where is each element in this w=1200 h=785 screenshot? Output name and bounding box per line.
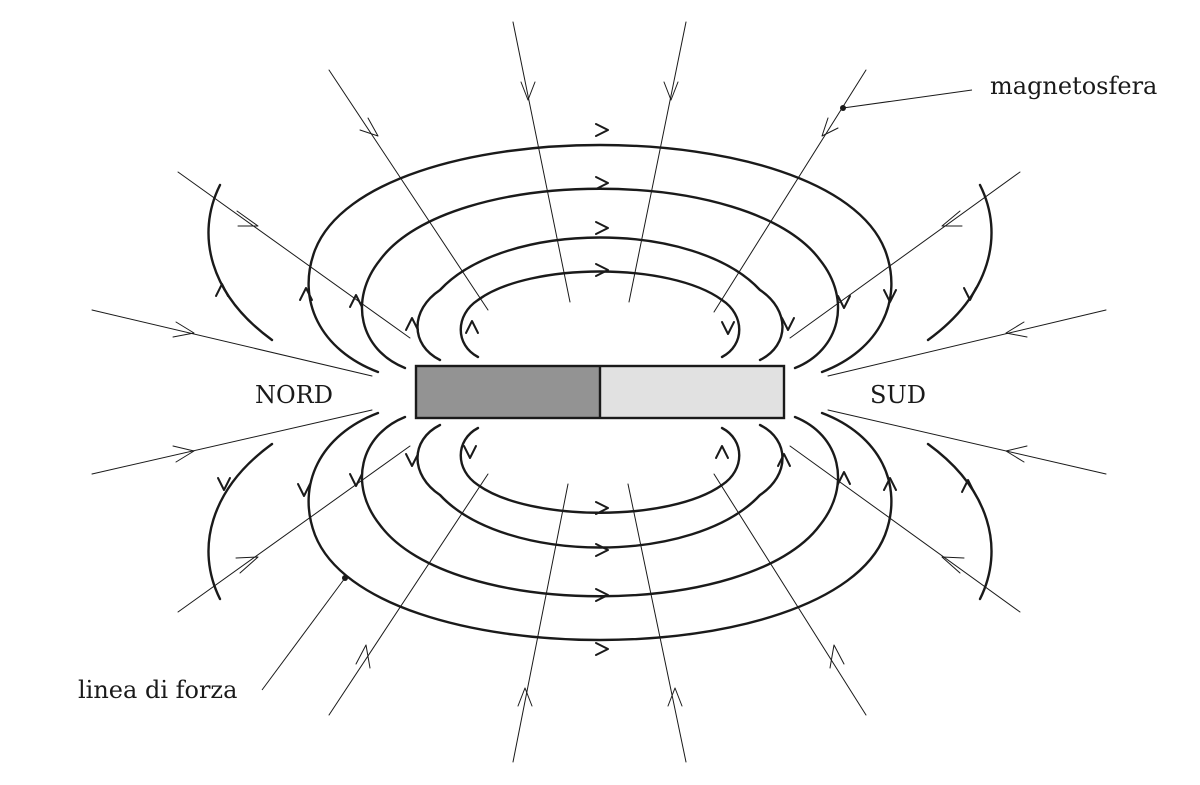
field-arrow xyxy=(883,477,897,491)
thin-line xyxy=(628,21,687,303)
field-arrow xyxy=(595,123,609,137)
field-line xyxy=(926,442,993,601)
field-line xyxy=(307,143,893,374)
thin-line xyxy=(789,445,1021,613)
thin-line xyxy=(177,445,411,613)
field-arrow xyxy=(721,321,735,335)
field-line xyxy=(360,415,840,598)
field-line xyxy=(416,236,784,362)
thin-arrow xyxy=(172,445,195,463)
field-line-arrows xyxy=(215,123,977,656)
thin-arrow xyxy=(520,81,536,101)
field-line xyxy=(416,423,784,549)
annotations xyxy=(261,89,973,691)
magnetosphere-label: magnetosfera xyxy=(990,72,1157,100)
field-arrow xyxy=(215,283,229,297)
field-arrow xyxy=(595,263,609,277)
field-arrow xyxy=(595,543,609,557)
field-arrow xyxy=(595,588,609,602)
south-label: SUD xyxy=(870,381,926,409)
thin-arrow xyxy=(941,556,965,574)
field-arrow xyxy=(405,453,419,467)
field-line-dot xyxy=(342,575,348,581)
south-pole xyxy=(600,366,784,418)
thin-arrow xyxy=(821,117,839,137)
thin-line xyxy=(512,21,571,303)
thin-arrow xyxy=(667,687,683,707)
thin-line xyxy=(91,309,373,377)
thin-line xyxy=(91,409,373,475)
thin-line xyxy=(627,483,687,763)
thin-line xyxy=(713,473,867,716)
field-line xyxy=(207,442,274,601)
field-arrow xyxy=(405,317,419,331)
field-line xyxy=(307,411,893,642)
thin-line xyxy=(512,483,569,763)
thin-line-arrows xyxy=(172,81,1028,707)
north-pole xyxy=(416,366,600,418)
thin-arrow xyxy=(236,210,259,227)
thin-arrow xyxy=(829,644,845,669)
field-arrow xyxy=(595,642,609,656)
thin-line xyxy=(827,409,1107,475)
field-arrow xyxy=(463,445,477,459)
field-line xyxy=(360,187,840,370)
field-arrow xyxy=(349,294,363,308)
thin-line xyxy=(177,171,411,339)
field-line xyxy=(207,183,274,342)
field-arrow xyxy=(465,320,479,334)
field-arrow xyxy=(349,473,363,487)
field-line xyxy=(459,426,741,514)
field-line xyxy=(926,183,993,342)
field-arrow xyxy=(217,477,231,491)
field-arrow xyxy=(837,295,851,309)
thin-arrow xyxy=(663,81,679,101)
thin-line xyxy=(328,473,489,716)
north-label: NORD xyxy=(255,381,333,409)
thin-arrow xyxy=(235,556,259,574)
bar-magnet xyxy=(414,364,786,420)
thin-line xyxy=(789,171,1021,339)
field-line-leader xyxy=(261,577,346,691)
field-arrow xyxy=(595,501,609,515)
field-arrow xyxy=(781,317,795,331)
field-arrow xyxy=(595,176,609,190)
field-line xyxy=(459,270,741,359)
field-line-label: linea di forza xyxy=(78,676,237,704)
thin-arrow xyxy=(941,210,963,227)
field-arrow xyxy=(883,289,897,303)
thin-arrow xyxy=(1005,445,1028,463)
thin-arrow xyxy=(359,117,379,137)
thin-arrow xyxy=(355,644,371,669)
field-arrow xyxy=(715,445,729,459)
thin-line xyxy=(328,69,489,311)
thin-line xyxy=(827,309,1107,377)
field-arrow xyxy=(961,479,975,493)
thin-arrow xyxy=(1005,321,1028,338)
field-arrow xyxy=(297,483,311,497)
field-arrow xyxy=(299,287,313,301)
field-arrow xyxy=(837,471,851,485)
magnetosphere-leader xyxy=(842,89,973,109)
field-arrow xyxy=(777,453,791,467)
thin-arrow xyxy=(172,321,195,338)
field-arrow xyxy=(595,221,609,235)
thin-arrow xyxy=(517,687,533,707)
field-arrow xyxy=(963,287,977,301)
magnetosphere-dot xyxy=(840,105,846,111)
